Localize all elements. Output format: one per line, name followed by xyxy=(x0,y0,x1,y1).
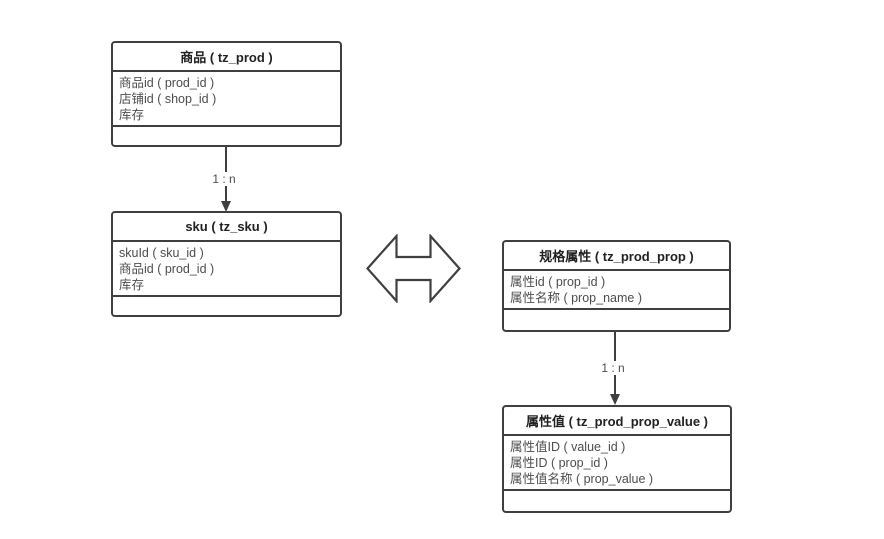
table-field: 商品id ( prod_id ) xyxy=(119,76,215,90)
table-empty-section xyxy=(504,310,729,330)
table-title: 商品 ( tz_prod ) xyxy=(113,43,340,72)
table-title: sku ( tz_sku ) xyxy=(113,213,340,242)
table-field: 属性值ID ( value_id ) xyxy=(510,440,626,454)
table-field: 商品id ( prod_id ) xyxy=(119,262,215,276)
relation-connector-prod-sku: 1 : n xyxy=(209,147,239,212)
table-field: 属性id ( prop_id ) xyxy=(510,275,606,289)
table-empty-section xyxy=(504,491,730,511)
bidirectional-arrow-shape[interactable] xyxy=(366,234,461,303)
cardinality-label: 1 : n xyxy=(209,172,239,186)
table-field: 属性ID ( prop_id ) xyxy=(510,456,608,470)
table-field: 店铺id ( shop_id ) xyxy=(119,92,217,106)
table-field: 属性名称 ( prop_name ) xyxy=(510,291,642,305)
table-title: 规格属性 ( tz_prod_prop ) xyxy=(504,242,729,271)
arrowhead-down-icon xyxy=(220,201,231,212)
table-field: 库存 xyxy=(119,278,145,292)
entity-table-sku[interactable]: sku ( tz_sku ) skuId ( sku_id ) 商品id ( p… xyxy=(111,211,342,317)
table-fields: 商品id ( prod_id ) 店铺id ( shop_id ) 库存 xyxy=(113,72,340,127)
table-fields: 属性值ID ( value_id ) 属性ID ( prop_id ) 属性值名… xyxy=(504,436,730,491)
table-field: 属性值名称 ( prop_value ) xyxy=(510,472,654,486)
table-field: skuId ( sku_id ) xyxy=(119,246,204,260)
table-fields: 属性id ( prop_id ) 属性名称 ( prop_name ) xyxy=(504,271,729,310)
arrowhead-down-icon xyxy=(609,394,620,405)
entity-table-prod-prop[interactable]: 规格属性 ( tz_prod_prop ) 属性id ( prop_id ) 属… xyxy=(502,240,731,332)
table-field: 库存 xyxy=(119,108,145,122)
entity-table-prod-prop-value[interactable]: 属性值 ( tz_prod_prop_value ) 属性值ID ( value… xyxy=(502,405,732,513)
relation-connector-prop-propvalue: 1 : n xyxy=(598,332,628,405)
table-empty-section xyxy=(113,297,340,315)
entity-table-prod[interactable]: 商品 ( tz_prod ) 商品id ( prod_id ) 店铺id ( s… xyxy=(111,41,342,147)
table-title: 属性值 ( tz_prod_prop_value ) xyxy=(504,407,730,436)
cardinality-label: 1 : n xyxy=(598,361,628,375)
table-empty-section xyxy=(113,127,340,145)
table-fields: skuId ( sku_id ) 商品id ( prod_id ) 库存 xyxy=(113,242,340,297)
